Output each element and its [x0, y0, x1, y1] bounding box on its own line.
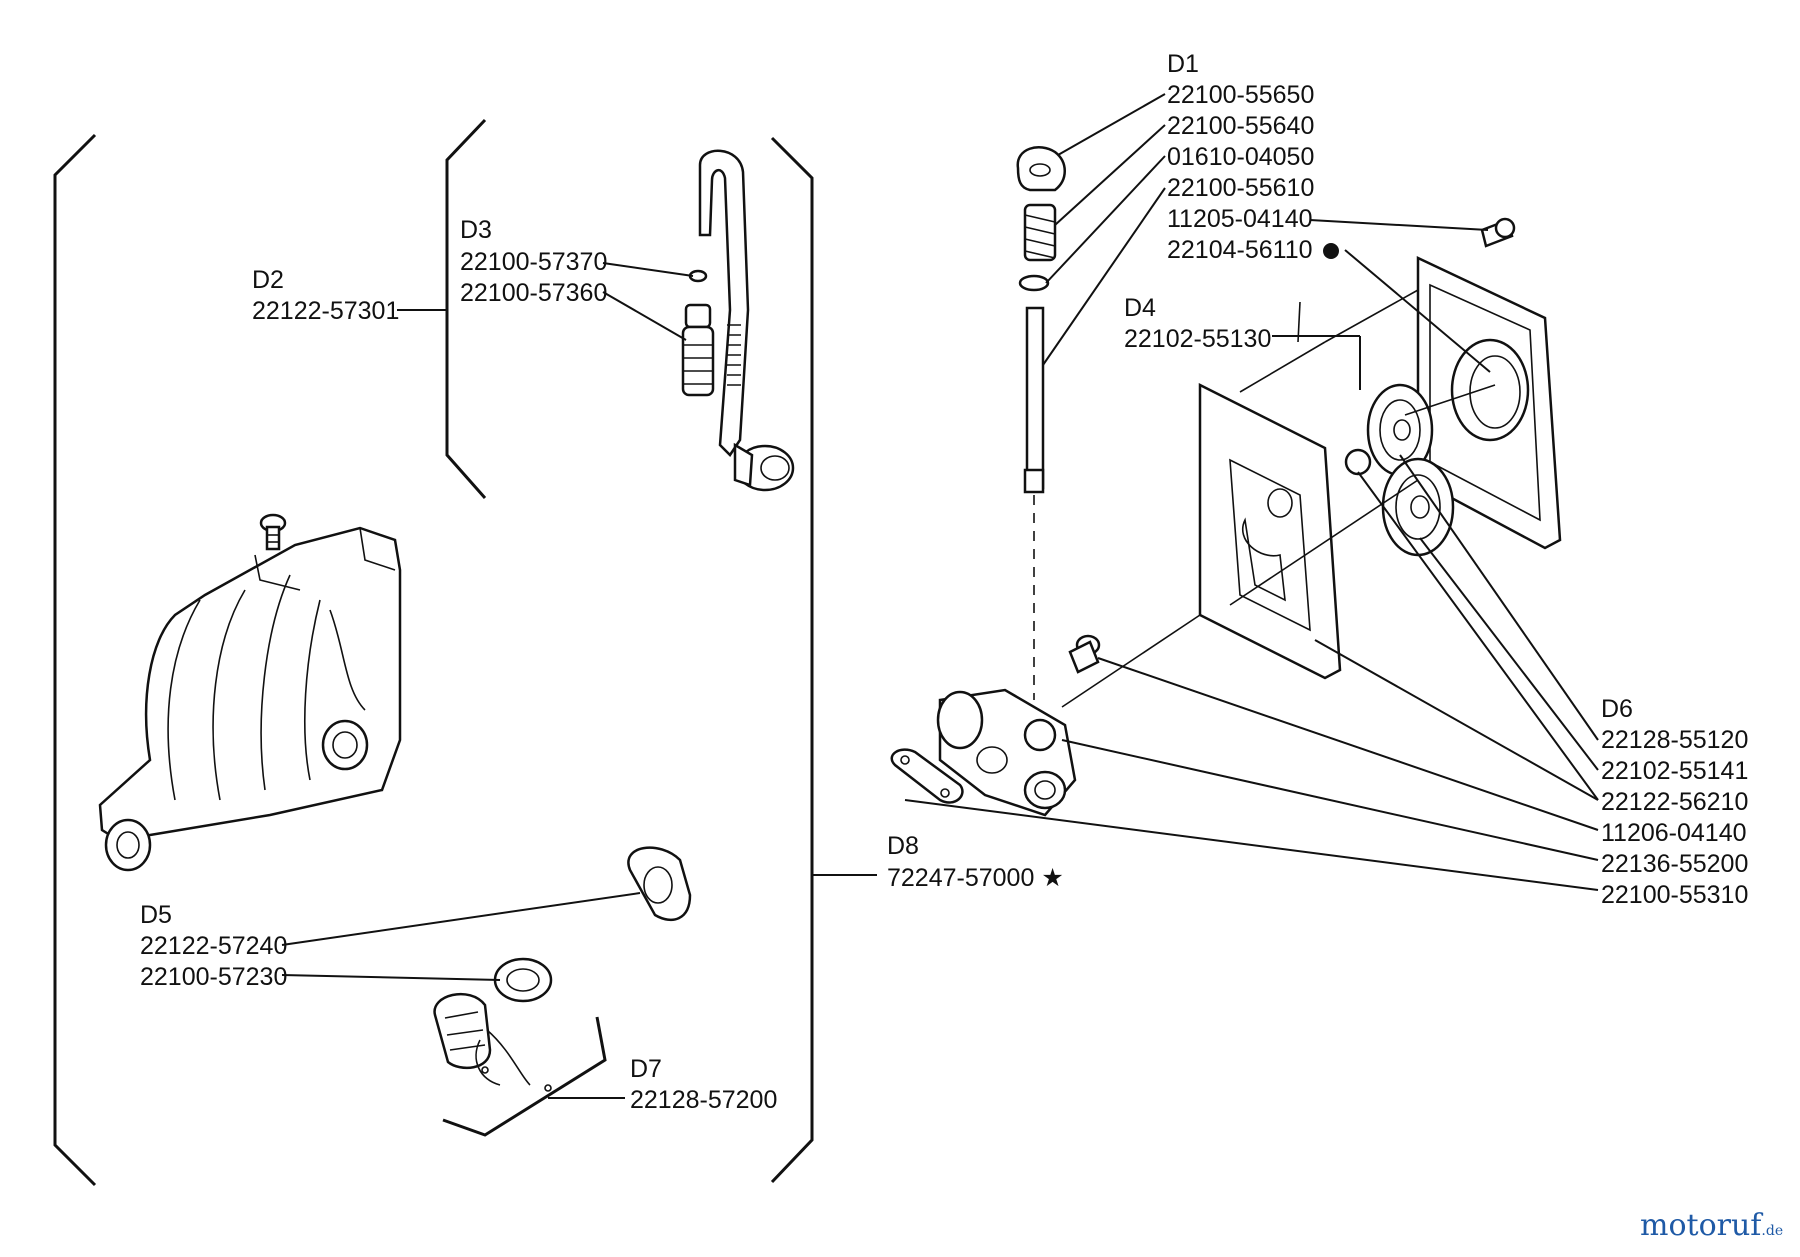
d5-part-1: 22122-57240: [140, 932, 288, 960]
d2-code: D2: [252, 266, 284, 294]
cap-seal-large: [627, 846, 692, 921]
pump-link-plate: [890, 748, 964, 804]
adjust-rod: [1023, 306, 1045, 700]
drive-gear: [1366, 383, 1434, 477]
d6-part-5: 22136-55200: [1601, 850, 1749, 878]
filled-circle-icon: [1323, 243, 1340, 260]
d3-part-2: 22100-57360: [460, 279, 608, 307]
assembly-guides: [1061, 289, 1496, 708]
outer-bracket-right: [770, 136, 814, 1184]
leader-lines: [281, 93, 1599, 1099]
oil-tank-housing: [98, 526, 402, 872]
adjust-spring: [1023, 203, 1057, 262]
d4-part: 22102-55130: [1124, 325, 1272, 353]
d1-part-2: 22100-55640: [1167, 112, 1315, 140]
d1-part-4: 22100-55610: [1167, 174, 1315, 202]
d1-part-1: 22100-55650: [1167, 81, 1315, 109]
watermark-logo: motoruf.de: [1640, 1208, 1784, 1243]
d6-part-3: 22122-56210: [1601, 788, 1749, 816]
gear-bushing: [1344, 448, 1372, 476]
oil-strainer: [681, 303, 715, 397]
pump-screw: [1068, 634, 1101, 674]
d5-code: D5: [140, 901, 172, 929]
pump-gasket: [1198, 382, 1342, 680]
inner-bracket-d2: [445, 118, 487, 499]
oil-hose: [698, 149, 795, 492]
d2-part: 22122-57301: [252, 297, 400, 325]
d8-part: 72247-57000 ★: [887, 864, 1064, 892]
inner-bracket-d7: [442, 1016, 607, 1137]
adjust-cap: [1016, 146, 1066, 192]
d3-code: D3: [460, 216, 492, 244]
d5-part-2: 22100-57230: [140, 963, 288, 991]
cap-gasket: [493, 957, 553, 1003]
outer-bracket-left: [53, 133, 97, 1187]
d1-code: D1: [1167, 50, 1199, 78]
adjust-washer: [1018, 274, 1050, 292]
d1-part-3: 01610-04050: [1167, 143, 1315, 171]
d6-part-2: 22102-55141: [1601, 757, 1749, 785]
d6-code: D6: [1601, 695, 1633, 723]
driven-gear: [1381, 457, 1455, 557]
d6-part-1: 22128-55120: [1601, 726, 1749, 754]
d6-part-6: 22100-55310: [1601, 881, 1749, 909]
pump-cover: [1416, 256, 1562, 550]
d7-code: D7: [630, 1055, 662, 1083]
d1-part-5: 11205-04140: [1167, 205, 1313, 233]
d3-part-1: 22100-57370: [460, 248, 608, 276]
d8-code: D8: [887, 832, 919, 860]
d7-part: 22128-57200: [630, 1086, 778, 1114]
d6-part-4: 11206-04140: [1601, 819, 1747, 847]
tank-screw: [259, 513, 287, 551]
star-icon: ★: [1041, 864, 1064, 892]
oil-cap: [433, 992, 552, 1092]
d4-code: D4: [1124, 294, 1156, 322]
oil-pump-body: [936, 688, 1077, 817]
d1-part-6: 22104-56110: [1167, 238, 1340, 263]
cover-screw: [1480, 217, 1516, 248]
